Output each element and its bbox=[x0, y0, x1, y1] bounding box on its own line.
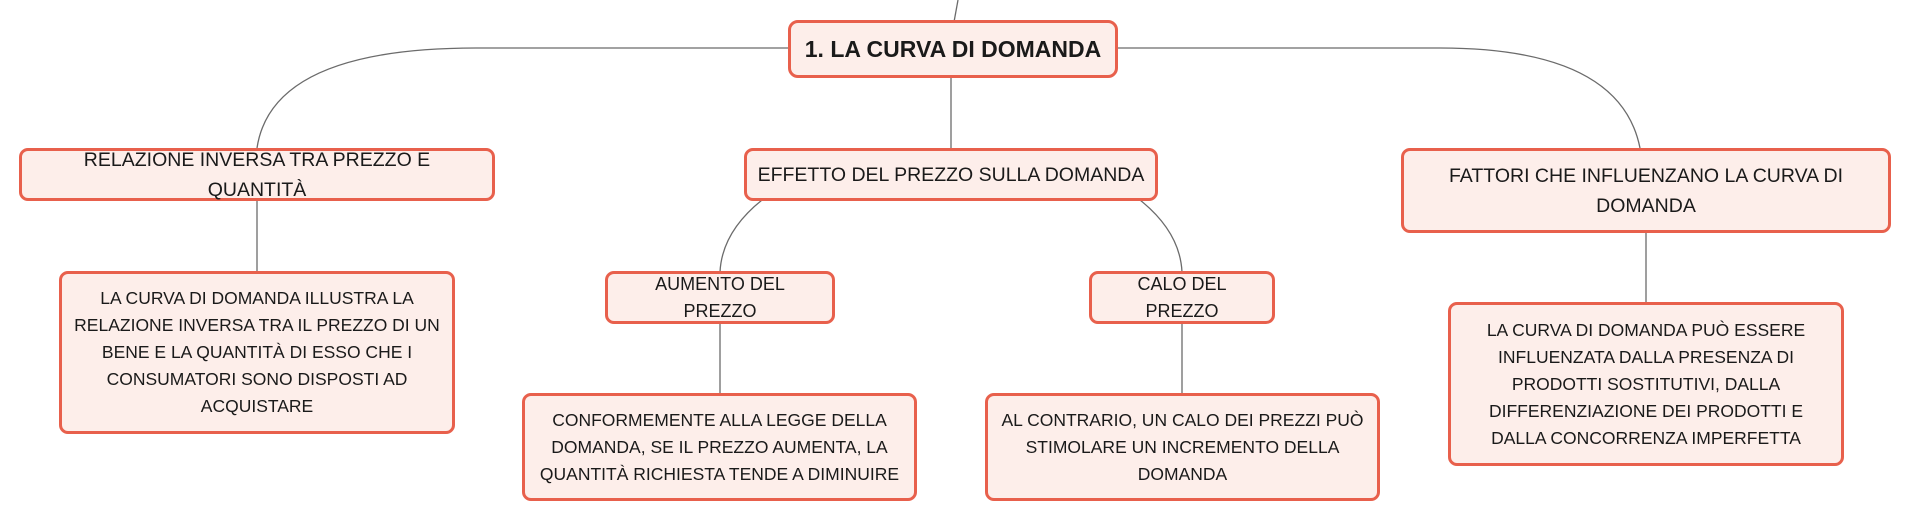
detail-relazione-inversa[interactable]: LA CURVA DI DOMANDA ILLUSTRA LA RELAZION… bbox=[59, 271, 455, 434]
subtopic-aumento-prezzo[interactable]: AUMENTO DEL PREZZO bbox=[605, 271, 835, 324]
connector-line bbox=[1139, 199, 1183, 273]
branch-relazione-inversa[interactable]: RELAZIONE INVERSA TRA PREZZO E QUANTITÀ bbox=[19, 148, 495, 201]
subtopic-calo-prezzo[interactable]: CALO DEL PREZZO bbox=[1089, 271, 1275, 324]
connector-line bbox=[256, 47, 788, 149]
connector-line bbox=[1118, 47, 1641, 149]
root-topic[interactable]: 1. LA CURVA DI DOMANDA bbox=[788, 20, 1118, 78]
detail-text: AL CONTRARIO, UN CALO DEI PREZZI PUÒ STI… bbox=[1001, 409, 1364, 484]
branch-fattori-influenzano[interactable]: FATTORI CHE INFLUENZANO LA CURVA DI DOMA… bbox=[1401, 148, 1891, 233]
branch-label: RELAZIONE INVERSA TRA PREZZO E QUANTITÀ bbox=[83, 148, 431, 201]
detail-calo-prezzo[interactable]: AL CONTRARIO, UN CALO DEI PREZZI PUÒ STI… bbox=[985, 393, 1380, 501]
branch-label: EFFETTO DEL PREZZO SULLA DOMANDA bbox=[757, 163, 1145, 186]
subtopic-label: CALO DEL PREZZO bbox=[1137, 273, 1227, 321]
detail-text: LA CURVA DI DOMANDA ILLUSTRA LA RELAZION… bbox=[74, 288, 440, 416]
root-topic-label: 1. LA CURVA DI DOMANDA bbox=[804, 35, 1102, 62]
connector-line bbox=[719, 199, 763, 273]
detail-text: LA CURVA DI DOMANDA PUÒ ESSERE INFLUENZA… bbox=[1486, 319, 1806, 448]
detail-fattori-influenzano[interactable]: LA CURVA DI DOMANDA PUÒ ESSERE INFLUENZA… bbox=[1448, 302, 1844, 466]
branch-effetto-prezzo[interactable]: EFFETTO DEL PREZZO SULLA DOMANDA bbox=[744, 148, 1158, 201]
detail-text: CONFORMEMENTE ALLA LEGGE DELLA DOMANDA, … bbox=[539, 409, 900, 484]
connector-line bbox=[953, 0, 959, 23]
subtopic-label: AUMENTO DEL PREZZO bbox=[655, 273, 785, 321]
branch-label: FATTORI CHE INFLUENZANO LA CURVA DI DOMA… bbox=[1448, 164, 1844, 217]
detail-aumento-prezzo[interactable]: CONFORMEMENTE ALLA LEGGE DELLA DOMANDA, … bbox=[522, 393, 917, 501]
